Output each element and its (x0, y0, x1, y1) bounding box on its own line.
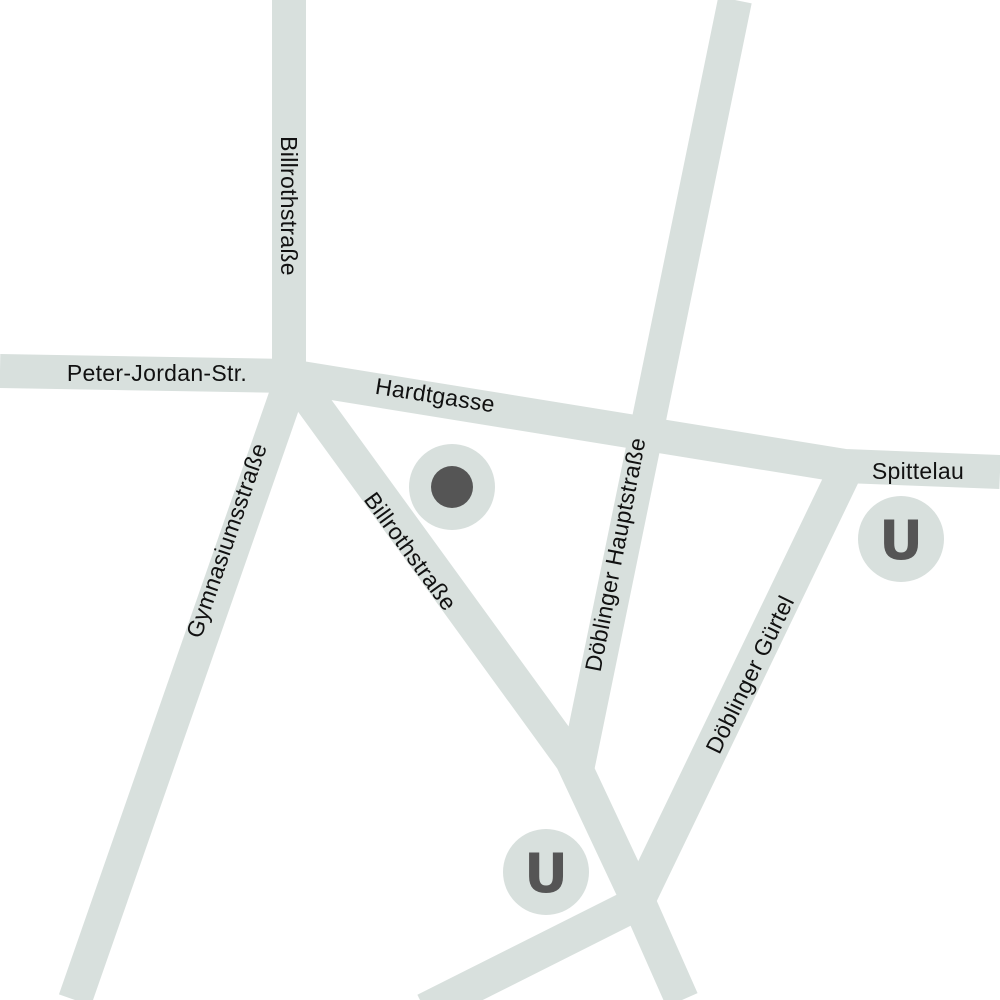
ubahn-station-south[interactable]: U (503, 829, 589, 915)
road-south (417, 886, 648, 1000)
label-spittelau: Spittelau (872, 458, 964, 484)
location-marker[interactable] (409, 444, 495, 530)
location-dot-icon (431, 466, 473, 508)
road-billroth-diagonal (282, 370, 698, 1000)
ubahn-u-icon: U (524, 842, 568, 905)
label-peter-jordan-str: Peter-Jordan-Str. (67, 360, 247, 386)
road-gymnasiumsstrasse (58, 372, 309, 1000)
road-peter-jordan (0, 354, 290, 393)
road-doeblinger-hauptstrasse (561, 0, 752, 769)
road-doeblinger-guertel (620, 457, 864, 913)
label-doeblinger-guertel: Döblinger Gürtel (700, 591, 799, 757)
ubahn-u-icon: U (879, 509, 923, 572)
ubahn-station-spittelau[interactable]: U (858, 496, 944, 582)
label-billrothstrasse-north: Billrothstraße (276, 136, 302, 276)
